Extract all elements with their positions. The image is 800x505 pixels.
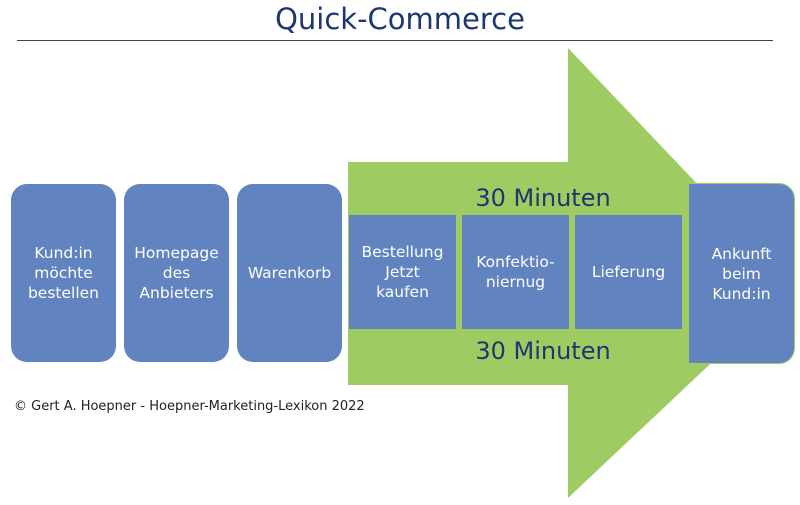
step-packing: Konfektio- niernug — [462, 215, 569, 329]
step-delivery: Lieferung — [575, 215, 682, 329]
copyright-text: © Gert A. Hoepner - Hoepner-Marketing-Le… — [14, 399, 365, 414]
step-label: Lieferung — [591, 263, 666, 281]
step-label: Warenkorb — [247, 264, 332, 282]
step-order-now: Bestellung Jetzt kaufen — [349, 215, 456, 329]
step-label: Ankunft beim Kund:in — [711, 244, 772, 303]
duration-bottom-label: 30 Minuten — [475, 337, 611, 365]
step-label: Kund:in möchte bestellen — [27, 244, 100, 302]
step-homepage: Homepage des Anbieters — [124, 184, 229, 362]
step-arrival: Ankunft beim Kund:in — [688, 183, 795, 364]
title-underline — [17, 40, 773, 41]
step-cart: Warenkorb — [237, 184, 342, 362]
step-label: Bestellung Jetzt kaufen — [361, 243, 444, 301]
page-title: Quick-Commerce — [275, 2, 525, 36]
duration-top-label: 30 Minuten — [475, 184, 611, 212]
step-label: Homepage des Anbieters — [134, 244, 219, 302]
step-customer-wants-order: Kund:in möchte bestellen — [11, 184, 116, 362]
step-label: Konfektio- niernug — [476, 253, 555, 291]
